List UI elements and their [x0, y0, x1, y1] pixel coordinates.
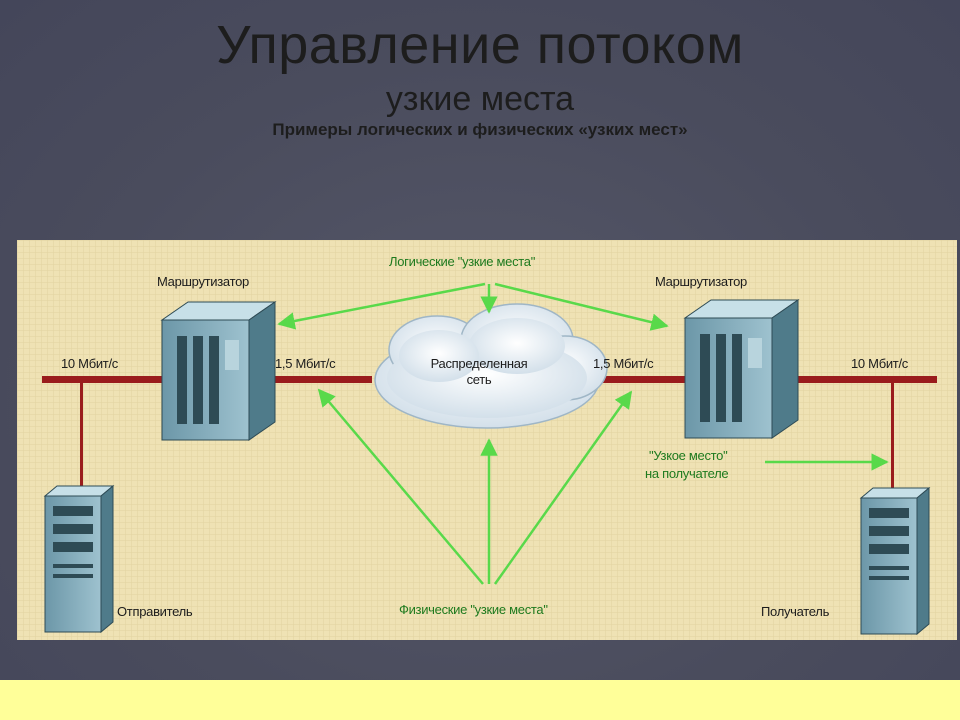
footer-bar	[0, 680, 960, 720]
cloud-label-line2: сеть	[466, 372, 492, 387]
network-link-line	[42, 376, 937, 488]
logical-bottleneck-arrows	[277, 282, 669, 331]
receiver-computer-icon	[859, 486, 931, 636]
slide-caption: Примеры логических и физических «узких м…	[272, 120, 688, 139]
speed-right-inner-label: 1,5 Мбит/с	[593, 356, 654, 371]
sender-computer-icon	[43, 484, 115, 634]
speed-right-outer-label: 10 Мбит/с	[851, 356, 908, 371]
diagram-canvas	[17, 240, 957, 640]
cloud-label-line1: Распределенная	[430, 356, 528, 371]
receiver-bottleneck-label-line1: "Узкое место"	[649, 448, 728, 463]
speed-left-inner-label: 1,5 Мбит/с	[275, 356, 336, 371]
physical-bottleneck-arrows	[317, 388, 633, 585]
network-diagram: Маршрутизатор Маршрутизатор Логические "…	[17, 240, 957, 640]
distributed-network-cloud-icon	[374, 303, 608, 429]
slide-subtitle: узкие места	[385, 80, 575, 118]
router-left-icon	[160, 301, 277, 441]
receiver-bottleneck-label-line2: на получателе	[645, 466, 729, 481]
logical-bottleneck-label: Логические "узкие места"	[389, 254, 536, 269]
speed-left-outer-label: 10 Мбит/с	[61, 356, 118, 371]
diagram-panel	[17, 240, 957, 640]
sender-label: Отправитель	[117, 604, 193, 619]
router-left-label: Маршрутизатор	[157, 274, 249, 289]
router-right-label: Маршрутизатор	[655, 274, 747, 289]
router-right-icon	[683, 299, 800, 439]
slide-title: Управление потоком	[216, 15, 744, 75]
physical-bottleneck-label: Физические "узкие места"	[399, 602, 548, 617]
receiver-label: Получатель	[761, 604, 830, 619]
